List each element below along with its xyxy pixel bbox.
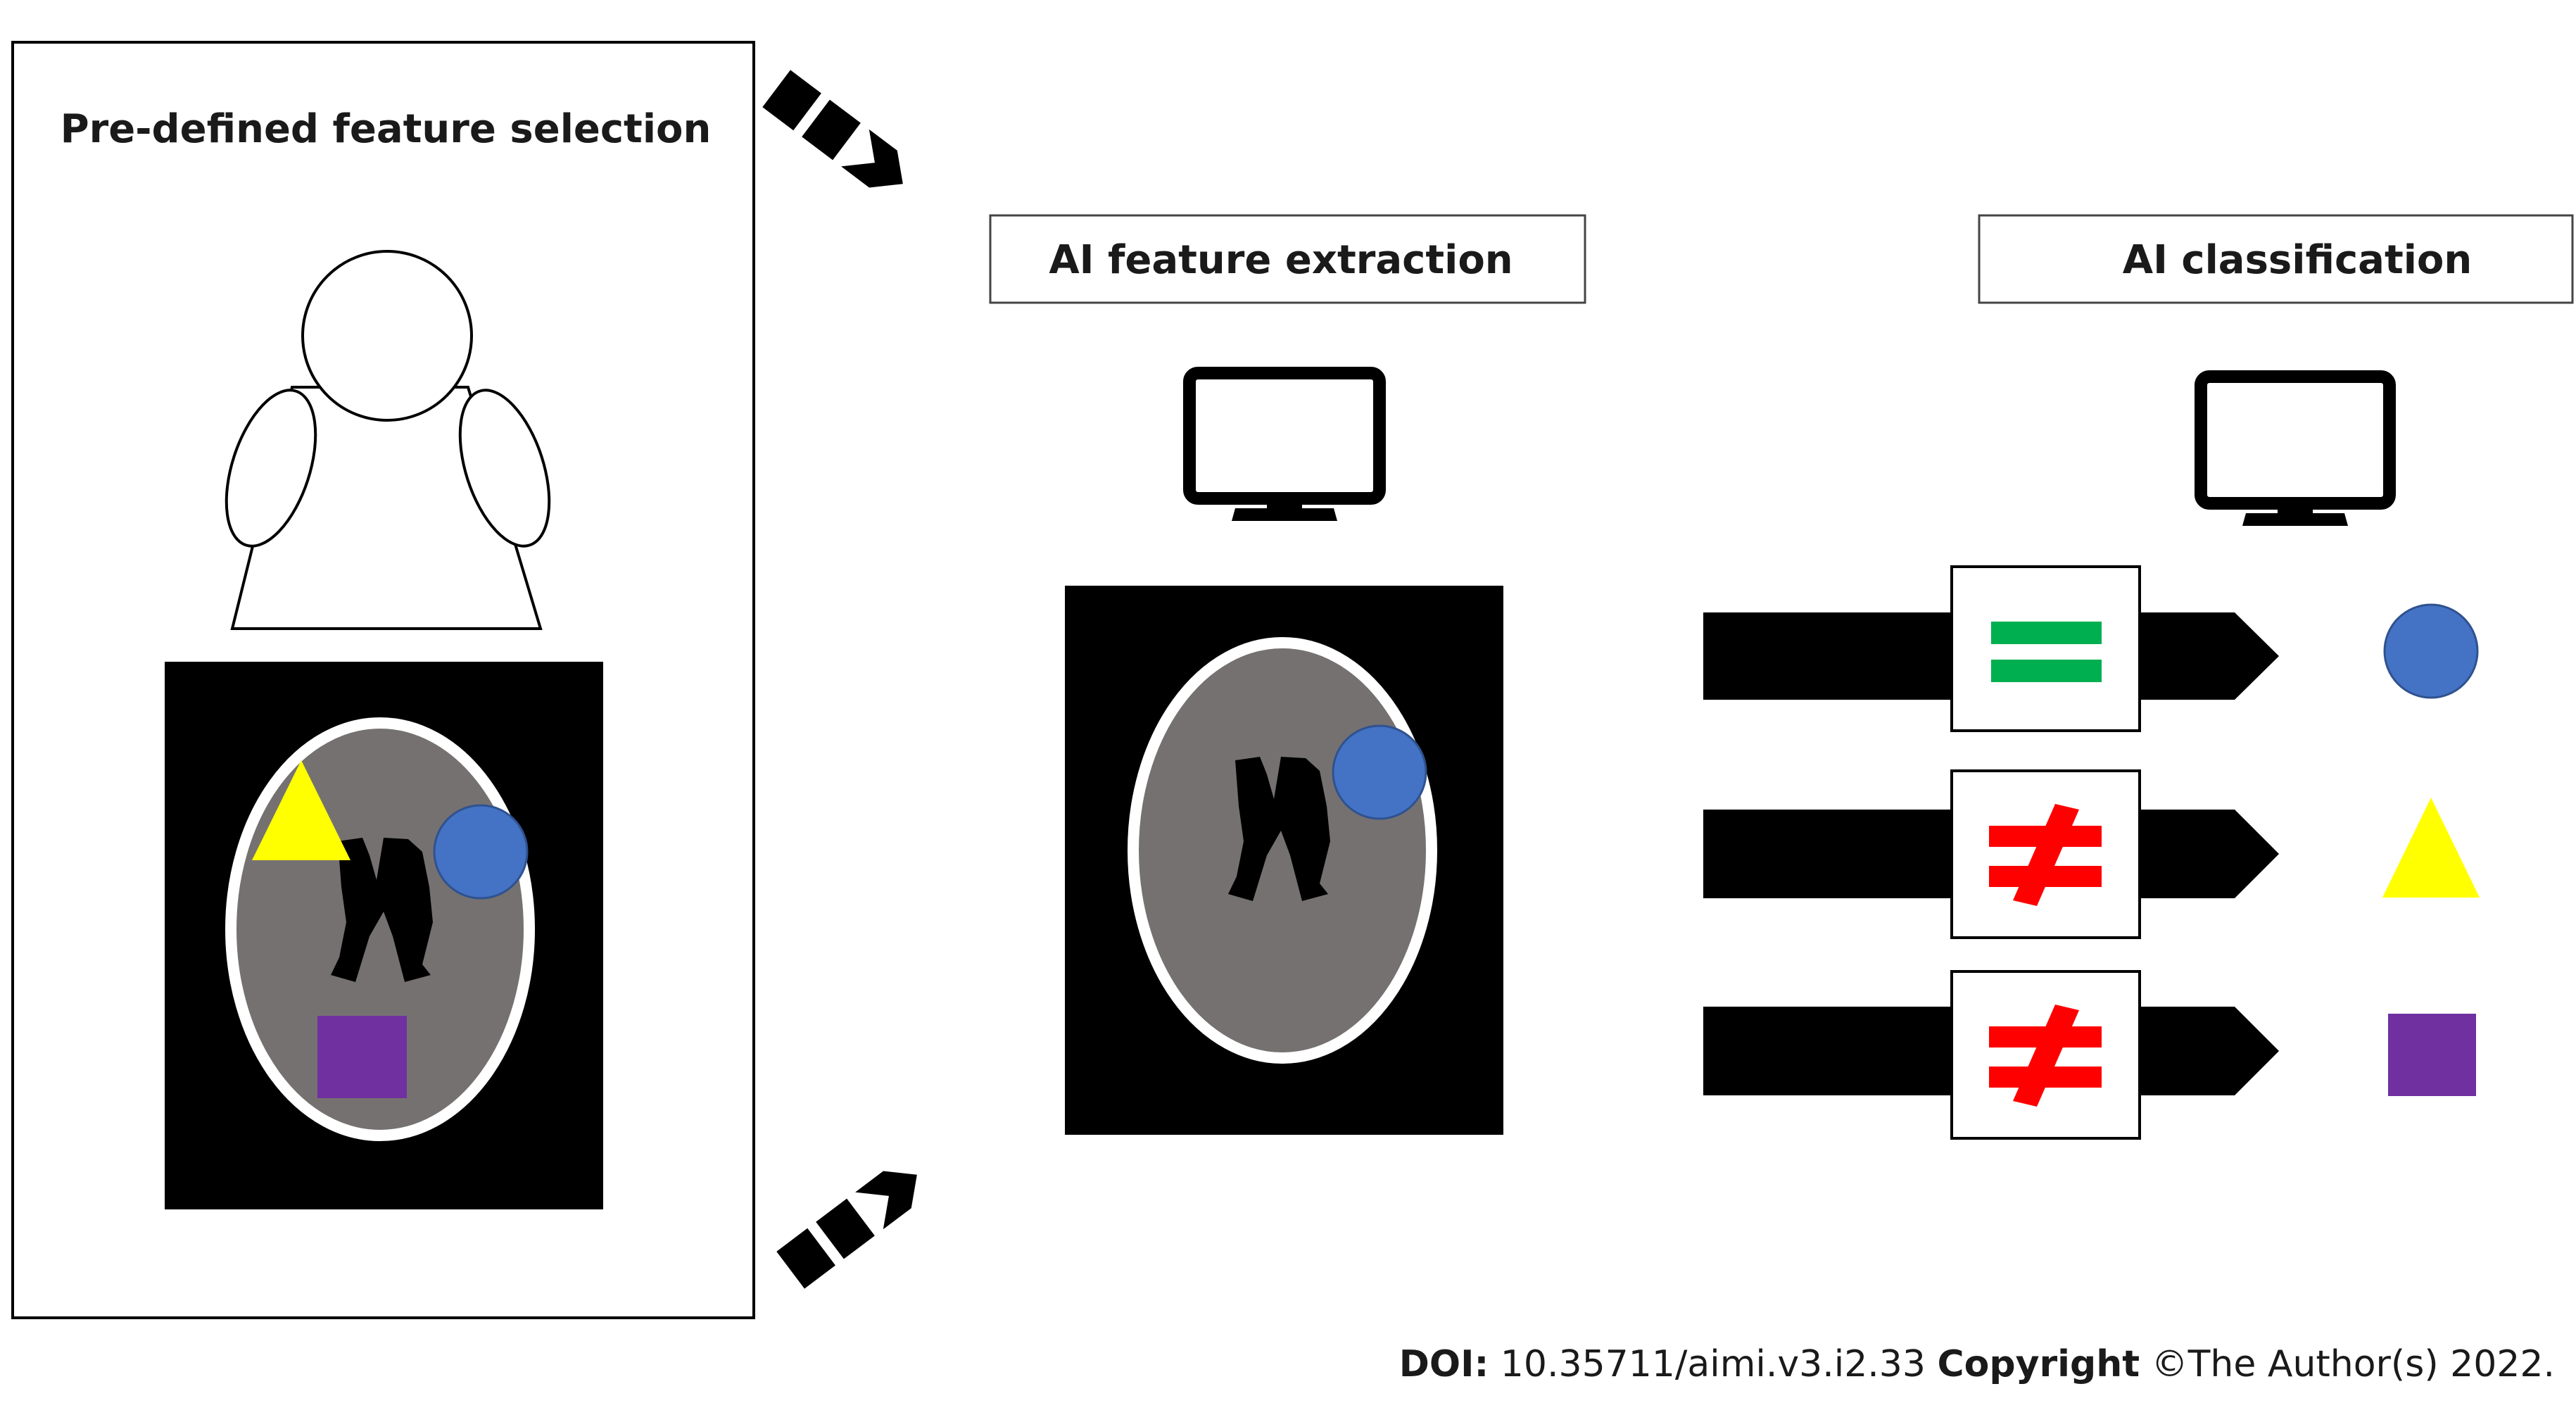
square-feature	[317, 1016, 407, 1098]
ventricles	[1228, 757, 1330, 901]
predefined-brain-scan	[165, 662, 603, 1209]
classification-title-box	[1978, 214, 2574, 304]
extraction-brain-scan	[1065, 586, 1503, 1135]
circle-feature	[1332, 724, 1427, 820]
classification-row-1	[1703, 565, 2479, 732]
predefined-panel	[11, 41, 755, 1319]
circle-result	[2383, 603, 2479, 699]
copyright-label: Copyright	[1938, 1343, 2140, 1385]
extraction-title-box	[989, 214, 1586, 304]
classification-row-2	[1703, 769, 2480, 939]
not-equal-icon	[1989, 1005, 2102, 1107]
person-right-arm	[458, 389, 551, 548]
monitor-icon	[2195, 370, 2396, 526]
doi-value: 10.35711/aimi.v3.i2.33	[1501, 1343, 1926, 1385]
classification-row-3	[1703, 970, 2476, 1140]
monitor-icon	[1183, 367, 1386, 521]
equal-icon	[1991, 622, 2102, 682]
triangle-feature	[252, 760, 351, 860]
person-left-arm	[225, 389, 317, 548]
copyright-value: ©The Author(s) 2022.	[2152, 1343, 2555, 1385]
not-equal-icon	[1989, 804, 2102, 906]
dashed-arrow-bottom	[776, 1171, 917, 1289]
ventricles	[331, 838, 433, 982]
classification-panel-title: AI classification	[2123, 237, 2473, 283]
dashed-arrow-top	[762, 70, 903, 188]
doi-copyright-footer: DOI: 10.35711/aimi.v3.i2.33 Copyright ©T…	[1399, 1343, 2555, 1385]
person-head	[301, 250, 473, 422]
circle-feature	[433, 804, 529, 900]
predefined-panel-title: Pre-defined feature selection	[61, 106, 712, 152]
radiologist-figure	[225, 250, 551, 630]
square-result	[2388, 1014, 2476, 1096]
brain-outline	[1128, 637, 1437, 1064]
triangle-result	[2382, 798, 2480, 898]
comparison-box	[1950, 565, 2141, 732]
extraction-panel-title: AI feature extraction	[1049, 237, 1513, 283]
doi-label: DOI:	[1399, 1343, 1489, 1385]
